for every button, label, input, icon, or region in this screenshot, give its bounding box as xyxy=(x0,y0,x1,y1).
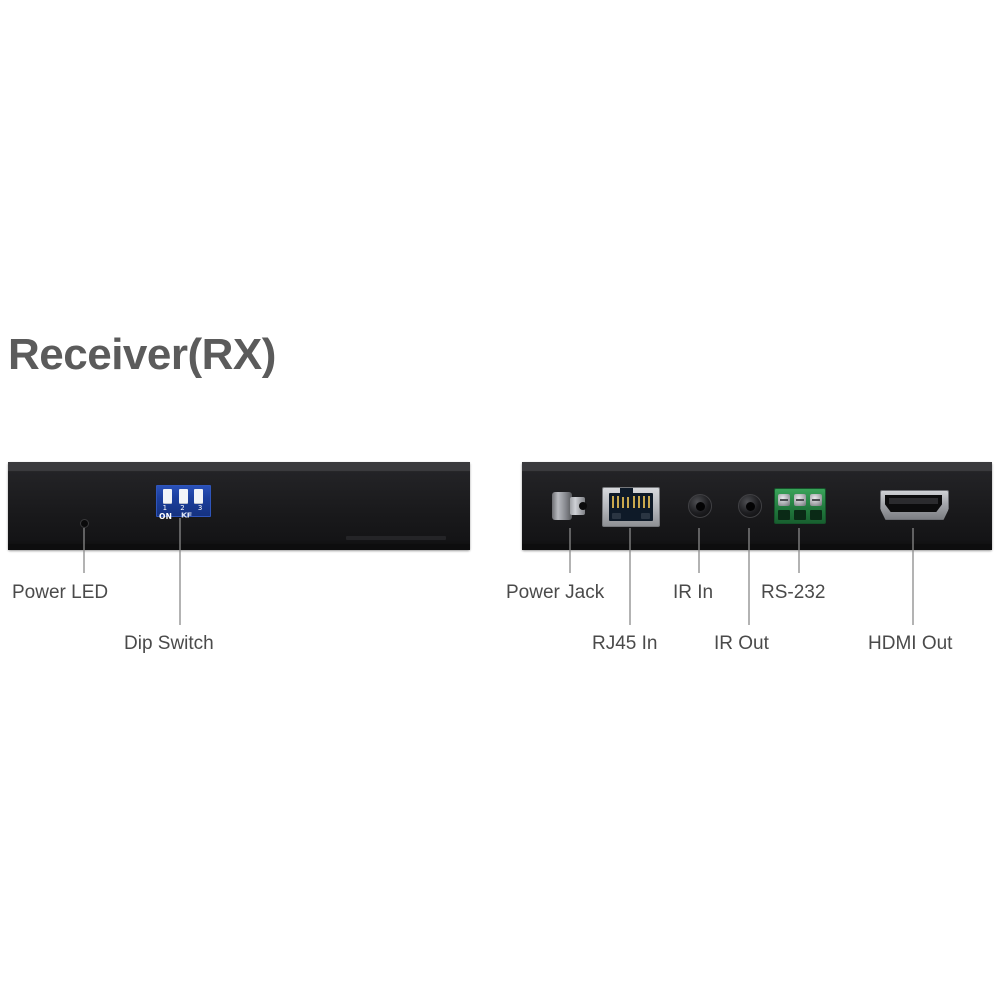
dip-switch-on-label: ON xyxy=(159,512,173,521)
rj45-port xyxy=(602,487,660,527)
rj45-pin-row xyxy=(612,496,650,508)
callout-label-hdmi-out: HDMI Out xyxy=(868,633,953,654)
power-led-indicator xyxy=(80,519,89,528)
dip-switch-number-3: 3 xyxy=(197,504,203,512)
rj45-pin xyxy=(622,496,625,508)
front-panel-vent-slot xyxy=(346,536,446,540)
rs232-terminal-block xyxy=(774,488,826,524)
rear-panel-device xyxy=(522,462,992,550)
rs232-wire-port-2 xyxy=(794,510,806,520)
rj45-pin xyxy=(632,496,635,508)
dip-switch-body xyxy=(156,485,211,517)
rj45-pin xyxy=(642,496,645,508)
rs232-screw-1 xyxy=(778,494,790,506)
hdmi-port xyxy=(880,490,949,520)
power-jack-port xyxy=(552,490,587,522)
dip-switch-number-1: 1 xyxy=(162,504,168,512)
front-panel-top-bevel xyxy=(8,462,470,471)
power-jack-hole xyxy=(579,502,587,510)
dip-switch-block[interactable]: 1 2 3 ON KF xyxy=(156,485,211,521)
rear-panel-bottom-bevel xyxy=(522,544,992,550)
rj45-pin xyxy=(627,496,630,508)
rj45-led-right xyxy=(641,513,650,519)
dip-switch-lever-3[interactable] xyxy=(194,489,203,503)
rs232-wire-port-1 xyxy=(778,510,790,520)
callout-label-ir-in: IR In xyxy=(673,582,714,603)
rj45-latch-notch xyxy=(620,488,633,497)
rs232-screw-3 xyxy=(810,494,822,506)
power-jack-barrel xyxy=(570,497,585,515)
rs232-wire-port-3 xyxy=(810,510,822,520)
rj45-pin xyxy=(647,496,650,508)
callout-label-dip-switch: Dip Switch xyxy=(124,633,214,654)
rj45-pin xyxy=(612,496,614,508)
callout-label-power-led: Power LED xyxy=(12,582,109,603)
rs232-screw-2 xyxy=(794,494,806,506)
callout-label-rs232: RS-232 xyxy=(761,582,826,603)
dip-switch-lever-2[interactable] xyxy=(179,489,188,503)
front-panel-bottom-bevel xyxy=(8,544,470,550)
rj45-cavity xyxy=(609,493,653,521)
ir-in-jack-port xyxy=(688,494,712,518)
rj45-pin xyxy=(617,496,620,508)
callout-label-ir-out: IR Out xyxy=(714,633,769,654)
rj45-led-left xyxy=(612,513,621,519)
rear-panel-top-bevel xyxy=(522,462,992,471)
dip-switch-numbers: 1 2 3 xyxy=(156,504,209,512)
hdmi-tongue xyxy=(889,498,938,504)
dip-switch-lever-1[interactable] xyxy=(163,489,172,503)
page-title: Receiver(RX) xyxy=(8,330,276,379)
dip-switch-number-2: 2 xyxy=(180,504,185,512)
front-panel-device: 1 2 3 ON KF xyxy=(8,462,470,550)
ir-out-jack-port xyxy=(738,494,762,518)
power-jack-nut xyxy=(552,492,572,520)
rj45-pin xyxy=(637,496,640,508)
dip-switch-brand-label: KF xyxy=(181,511,192,520)
callout-label-rj45-in: RJ45 In xyxy=(592,633,658,654)
callout-label-power-jack: Power Jack xyxy=(506,582,605,603)
